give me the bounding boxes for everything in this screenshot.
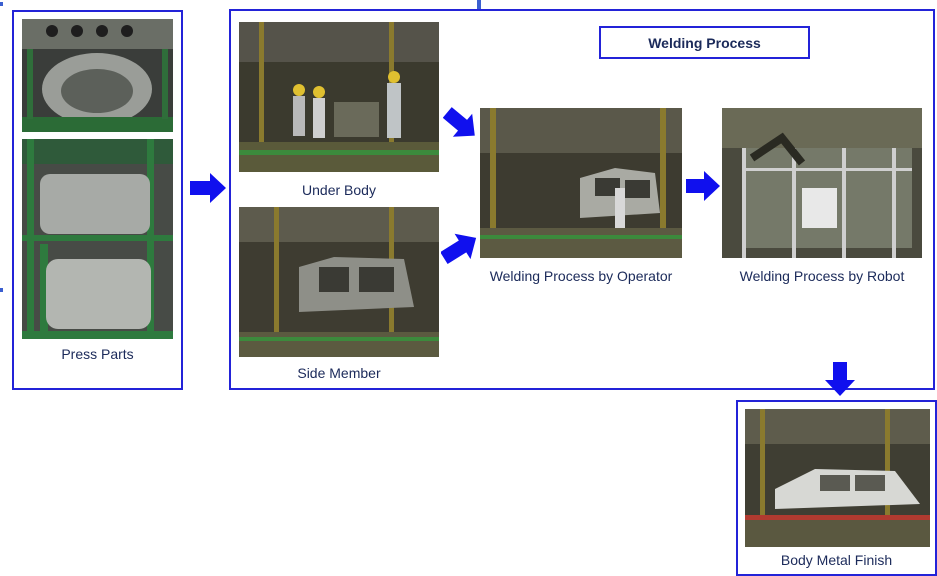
under-body-caption: Under Body [302, 182, 376, 198]
side-member-photo [239, 207, 439, 357]
press-parts-photo-top [22, 19, 173, 132]
arrow-down-icon [825, 362, 855, 396]
welding-process-title: Welding Process [599, 26, 810, 59]
left-marker-top [0, 2, 3, 6]
body-metal-finish-frame [736, 400, 937, 576]
body-metal-finish-photo [745, 409, 930, 547]
top-marker [477, 0, 481, 9]
press-parts-photo-bottom [22, 139, 173, 339]
body-metal-finish-caption: Body Metal Finish [780, 552, 893, 568]
press-parts-frame [12, 10, 183, 390]
welding-robot-caption: Welding Process by Robot [739, 268, 905, 284]
under-body-photo [239, 22, 439, 172]
arrow-down-right-icon [443, 105, 479, 143]
welding-operator-photo [480, 108, 682, 258]
arrow-right-icon [190, 173, 226, 203]
welding-process-frame [229, 9, 935, 390]
arrow-right-icon [686, 171, 720, 201]
arrow-up-right-icon [441, 230, 479, 266]
left-marker-mid [0, 288, 3, 292]
welding-operator-caption: Welding Process by Operator [489, 268, 673, 284]
press-parts-caption: Press Parts [61, 346, 134, 362]
welding-robot-photo [722, 108, 922, 258]
side-member-caption: Side Member [297, 365, 381, 381]
